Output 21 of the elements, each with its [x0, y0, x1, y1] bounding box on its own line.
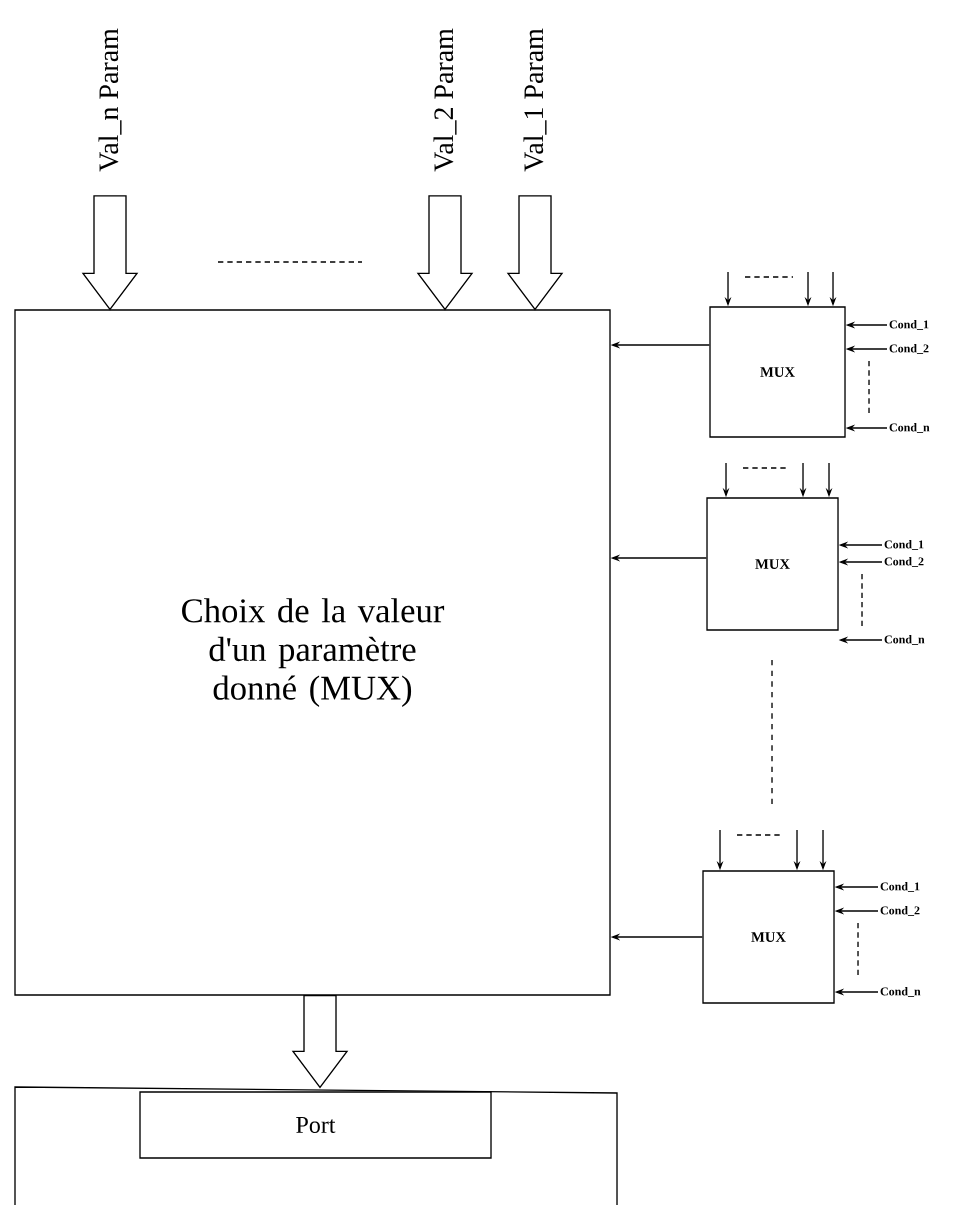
selector-box: Choix de la valeur d'un paramètre donné (MUX): [14, 309, 611, 996]
block-arrow: [291, 995, 349, 1089]
condition-label: Cond_2: [889, 344, 929, 354]
condition-label: Cond_1: [889, 320, 929, 330]
input-label: Val_1 Param: [523, 28, 547, 172]
condition-label: Cond_n: [889, 423, 930, 433]
mux-box: MUX: [709, 306, 846, 438]
condition-label: Cond_2: [880, 906, 920, 916]
block-arrow: [416, 195, 474, 311]
input-label: Val_n Param: [98, 28, 122, 172]
mux-box: MUX: [702, 870, 835, 1004]
block-arrow: [81, 195, 139, 311]
port-box: Port: [139, 1091, 492, 1159]
condition-label: Cond_2: [884, 557, 924, 567]
mux-box: MUX: [706, 497, 839, 631]
condition-label: Cond_n: [884, 635, 925, 645]
condition-label: Cond_n: [880, 987, 921, 997]
condition-label: Cond_1: [884, 540, 924, 550]
block-arrow: [506, 195, 564, 311]
input-label: Val_2 Param: [433, 28, 457, 172]
condition-label: Cond_1: [880, 882, 920, 892]
